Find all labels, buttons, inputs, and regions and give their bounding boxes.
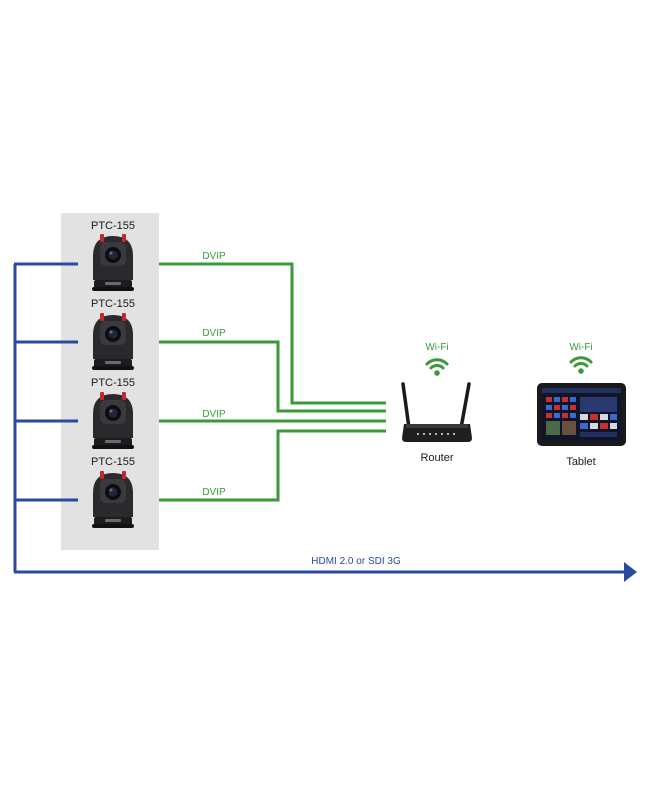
tablet-icon (537, 383, 626, 446)
camera-1-label: PTC-155 (91, 220, 135, 232)
hdmi-label: HDMI 2.0 or SDI 3G (311, 556, 401, 567)
camera-3-label: PTC-155 (91, 377, 135, 389)
dvip-label-1: DVIP (202, 251, 226, 262)
dvip-label-4: DVIP (202, 487, 226, 498)
hdmi-arrowhead (624, 562, 637, 582)
ptz-camera-icon (92, 313, 134, 370)
router-wifi-label: Wi-Fi (425, 342, 448, 353)
dvip-line-1 (159, 262, 386, 405)
camera-4-label: PTC-155 (91, 456, 135, 468)
router-icon (401, 382, 472, 442)
ptz-camera-icon (92, 471, 134, 528)
router-wifi-icon (425, 358, 449, 378)
tablet-label: Tablet (566, 456, 595, 468)
dvip-lines (159, 262, 386, 502)
blue-bus (13, 262, 624, 574)
dvip-line-2 (159, 340, 386, 413)
ptz-camera-icon (92, 234, 134, 291)
dvip-label-3: DVIP (202, 409, 226, 420)
tablet-wifi-label: Wi-Fi (569, 342, 592, 353)
router-label: Router (420, 452, 453, 464)
dvip-line-4 (159, 429, 386, 502)
camera-2-label: PTC-155 (91, 298, 135, 310)
tablet-wifi-icon (569, 356, 593, 376)
dvip-label-2: DVIP (202, 328, 226, 339)
ptz-camera-icon (92, 392, 134, 449)
